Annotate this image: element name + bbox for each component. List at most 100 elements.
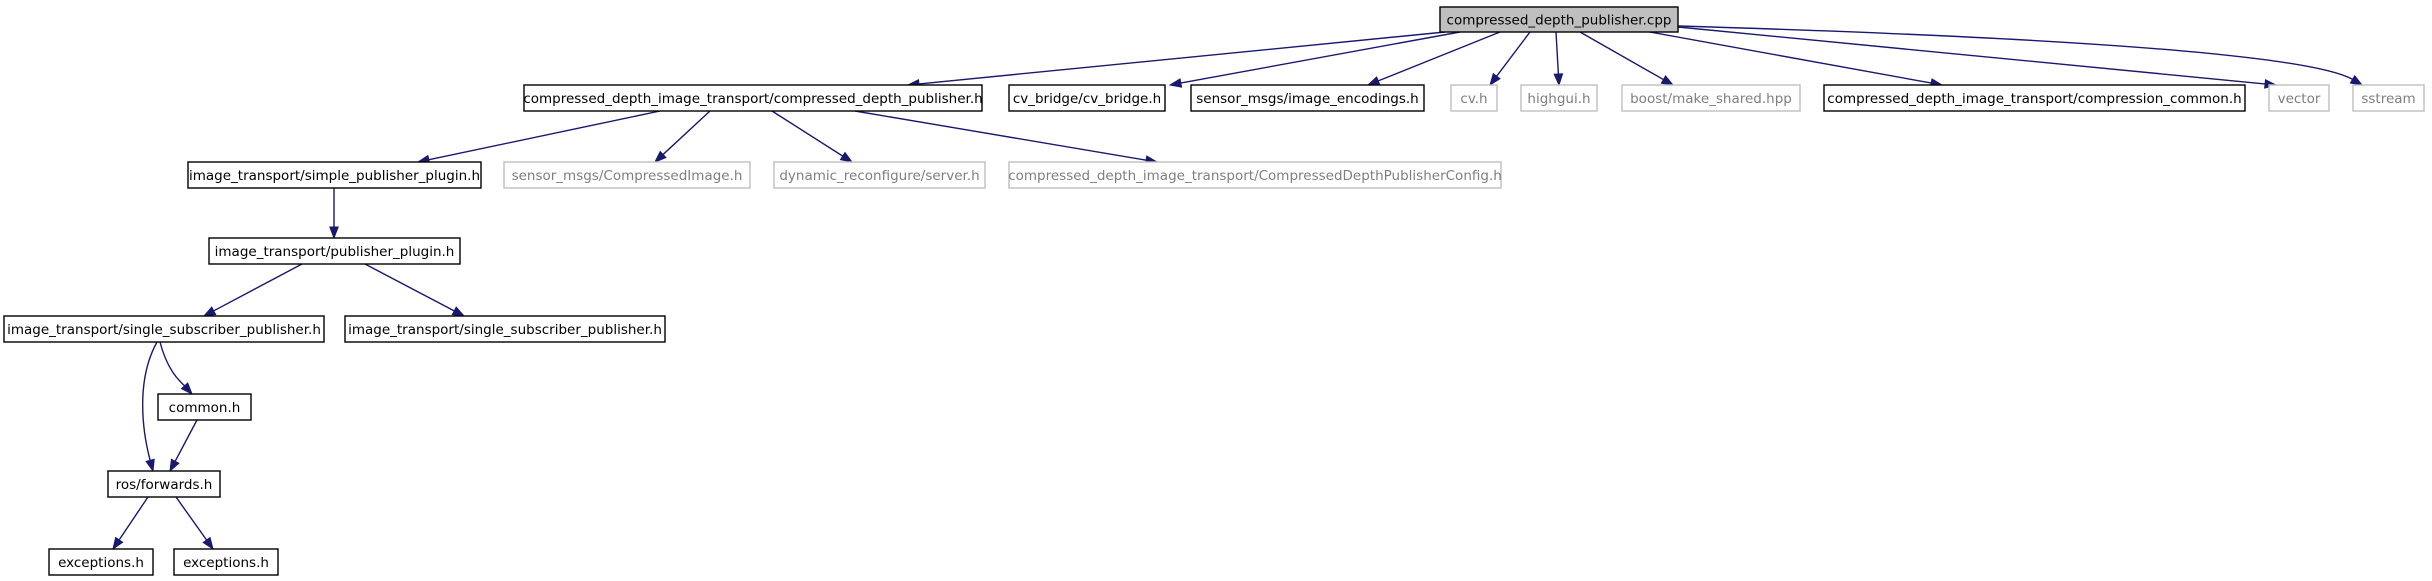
nodes-layer: compressed_depth_publisher.cpp compressed… xyxy=(3,6,2425,576)
node-box xyxy=(187,161,482,189)
edge-arrowhead xyxy=(180,382,193,396)
edge-cdp_h-to-compressed_img xyxy=(653,110,711,163)
node-label: image_transport/publisher_plugin.h xyxy=(215,244,455,260)
edge-arrowhead xyxy=(329,226,339,240)
node-common[interactable]: common.h xyxy=(157,393,252,421)
node-box xyxy=(3,315,325,343)
node-label: sensor_msgs/image_encodings.h xyxy=(1196,91,1419,107)
node-box xyxy=(2352,84,2425,112)
edge-line xyxy=(118,496,149,542)
edge-root-to-make_shared xyxy=(1579,31,1675,86)
node-label: highgui.h xyxy=(1527,91,1590,107)
node-ssp1[interactable]: image_transport/single_subscriber_publis… xyxy=(3,315,325,343)
node-label: sstream xyxy=(2361,91,2415,107)
edge-arrowhead xyxy=(1489,72,1501,87)
edge-arrowhead xyxy=(2349,74,2364,86)
edge-root-to-comp_common xyxy=(1649,31,1944,88)
node-sstream: sstream xyxy=(2352,84,2425,112)
node-label: boost/make_shared.hpp xyxy=(1630,91,1792,107)
node-box xyxy=(1008,84,1166,112)
edge-line xyxy=(1649,31,1933,84)
node-exc2[interactable]: exceptions.h xyxy=(173,548,279,576)
edge-root-to-image_enc xyxy=(1366,31,1501,86)
edge-line xyxy=(141,341,158,462)
node-box xyxy=(773,161,986,189)
node-simple-pub[interactable]: image_transport/simple_publisher_plugin.… xyxy=(187,161,482,189)
node-label: compressed_depth_publisher.cpp xyxy=(1447,13,1672,29)
edge-arrowhead xyxy=(202,306,217,317)
edge-ros_fwd-to-exc1 xyxy=(112,496,149,551)
node-label: common.h xyxy=(169,400,241,416)
node-box xyxy=(523,84,983,112)
node-box xyxy=(208,237,461,265)
node-label: vector xyxy=(2278,91,2321,107)
edge-line xyxy=(771,110,844,158)
node-label: image_transport/single_subscriber_publis… xyxy=(348,322,662,338)
node-box xyxy=(1439,6,1679,33)
node-label: image_transport/single_subscriber_publis… xyxy=(7,322,321,338)
node-box xyxy=(107,470,221,498)
edge-line xyxy=(159,341,186,388)
node-cv-bridge[interactable]: cv_bridge/cv_bridge.h xyxy=(1008,84,1166,112)
node-cdp-h[interactable]: compressed_depth_image_transport/compres… xyxy=(523,84,983,112)
edge-simple_pub-to-pub_plugin xyxy=(329,188,339,240)
edge-line xyxy=(212,263,303,312)
node-highgui: highgui.h xyxy=(1520,84,1598,112)
edge-line xyxy=(917,31,1446,85)
node-make-shared: boost/make_shared.hpp xyxy=(1621,84,1801,112)
node-box xyxy=(157,393,252,421)
node-label: cv.h xyxy=(1460,91,1487,107)
node-image-enc[interactable]: sensor_msgs/image_encodings.h xyxy=(1190,84,1425,112)
edge-line xyxy=(854,110,1148,162)
edge-cdp_h-to-simple_pub xyxy=(416,110,661,165)
edge-line xyxy=(1579,31,1665,81)
node-box xyxy=(1520,84,1598,112)
edge-cdp_h-to-cdp_config xyxy=(854,110,1159,165)
edges-layer xyxy=(112,25,2364,551)
edge-cdp_h-to-dyn_server xyxy=(771,110,854,163)
node-pub-plugin[interactable]: image_transport/publisher_plugin.h xyxy=(208,237,461,265)
node-label: image_transport/simple_publisher_plugin.… xyxy=(189,168,480,184)
node-box xyxy=(48,548,154,576)
node-box xyxy=(344,315,666,343)
edge-ssp1-to-common xyxy=(159,341,193,396)
edge-line xyxy=(1677,26,2267,85)
node-comp-common[interactable]: compressed_depth_image_transport/compres… xyxy=(1823,84,2246,112)
edge-arrowhead xyxy=(1168,78,1183,88)
edge-arrowhead xyxy=(112,536,124,551)
node-label: ros/forwards.h xyxy=(116,477,213,493)
edge-line xyxy=(1377,31,1501,82)
node-exc1[interactable]: exceptions.h xyxy=(48,548,154,576)
node-root[interactable]: compressed_depth_publisher.cpp xyxy=(1439,6,1679,33)
edge-root-to-vector xyxy=(1677,26,2278,89)
node-box xyxy=(173,548,279,576)
node-label: sensor_msgs/CompressedImage.h xyxy=(512,168,743,184)
edge-root-to-cv_bridge xyxy=(1168,31,1461,88)
edge-pub_plugin-to-ssp2 xyxy=(364,263,466,317)
edge-arrowhead xyxy=(145,458,155,473)
edge-arrowhead xyxy=(202,536,214,551)
edge-line xyxy=(1179,31,1461,84)
node-ros-fwd[interactable]: ros/forwards.h xyxy=(107,470,221,498)
edge-root-to-sstream xyxy=(1677,25,2364,86)
edge-line xyxy=(1677,25,2354,81)
edge-arrowhead xyxy=(1660,75,1675,86)
edge-root-to-cv_h xyxy=(1489,31,1531,87)
edge-arrowhead xyxy=(1366,76,1381,86)
node-dyn-server: dynamic_reconfigure/server.h xyxy=(773,161,986,189)
edge-root-to-highgui xyxy=(1553,31,1564,87)
node-cv-h: cv.h xyxy=(1450,84,1498,112)
node-label: exceptions.h xyxy=(58,555,144,571)
edge-line xyxy=(427,110,661,161)
node-ssp2[interactable]: image_transport/single_subscriber_publis… xyxy=(344,315,666,343)
edge-arrowhead xyxy=(653,150,667,163)
edge-root-to-cdp_h xyxy=(906,31,1446,89)
edge-arrowhead xyxy=(1553,73,1564,87)
node-label: compressed_depth_image_transport/Compres… xyxy=(1008,168,1502,184)
node-box xyxy=(503,161,751,189)
edge-arrowhead xyxy=(839,151,854,163)
edge-arrowhead xyxy=(169,458,180,473)
node-label: cv_bridge/cv_bridge.h xyxy=(1013,91,1161,107)
edge-line xyxy=(175,496,208,542)
